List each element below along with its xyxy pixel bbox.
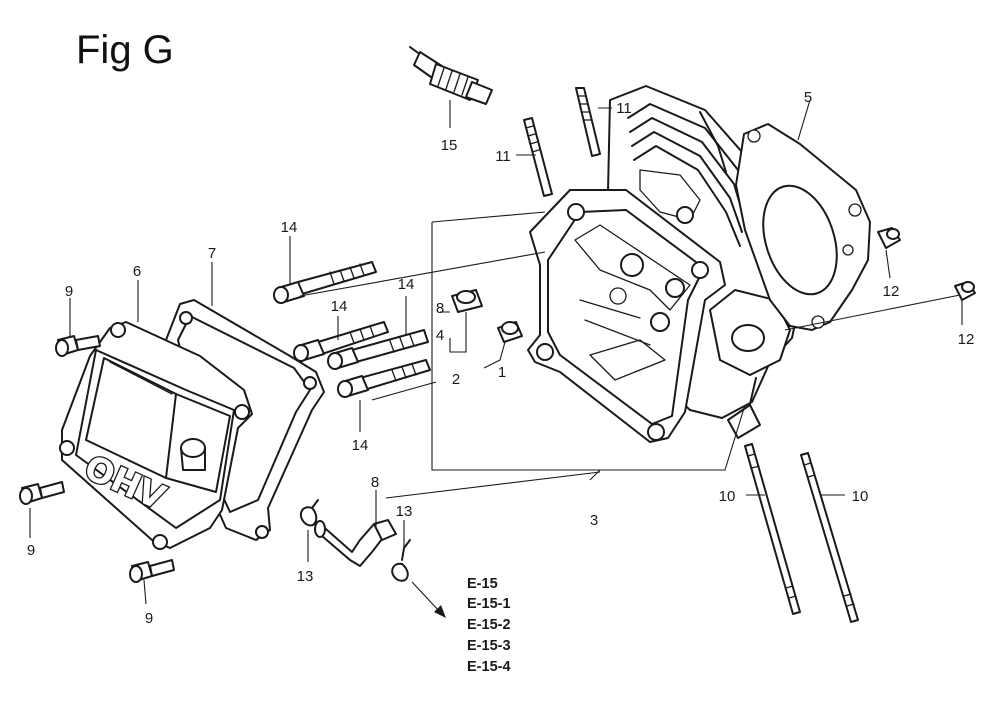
leader-lines (29, 99, 963, 618)
spark-plug (409, 46, 493, 105)
dowel-pin-12b (954, 281, 976, 301)
callout-7: 7 (208, 245, 216, 262)
callout-8: 8 (371, 474, 379, 491)
cylinder-head (527, 85, 801, 443)
callout-6-inner: 8 (436, 300, 444, 317)
head-gasket (735, 123, 871, 331)
stud-10a (744, 443, 801, 615)
callout-14a: 14 (281, 219, 298, 236)
tube-clip-13a (299, 499, 319, 527)
callout-14c: 14 (398, 276, 415, 293)
reference-code: E-15-2 (467, 617, 511, 633)
callout-10b: 10 (852, 488, 869, 505)
callout-labels: 1 2 3 4 5 6 7 8 9 9 9 10 10 11 11 12 12 … (27, 89, 975, 627)
reference-code: E-15-4 (467, 659, 511, 675)
callout-1: 1 (498, 364, 506, 381)
callout-12a: 12 (883, 283, 900, 300)
head-bolt-14b (293, 321, 389, 362)
callout-3: 3 (590, 512, 598, 529)
head-bolt-14d (337, 359, 431, 398)
callout-14d: 14 (352, 437, 369, 454)
callout-11a: 11 (616, 100, 632, 117)
callout-13b: 13 (396, 503, 413, 520)
tube-clip-13b (391, 539, 411, 582)
stud-11a (575, 87, 601, 157)
callout-15: 15 (441, 137, 458, 154)
stud-11b (523, 117, 553, 197)
dowel-pin-12a (877, 227, 901, 249)
callout-14b: 14 (331, 298, 348, 315)
callout-2: 2 (452, 371, 460, 388)
head-bolt-14a (273, 261, 377, 304)
reference-codes: E-15 E-15-1 E-15-2 E-15-3 E-15-4 (467, 576, 511, 675)
dowel-pin-4 (451, 289, 483, 313)
head-cover: OHV (59, 321, 253, 550)
callout-9a: 9 (65, 283, 73, 300)
reference-code: E-15-3 (467, 638, 511, 654)
callout-11b: 11 (495, 148, 511, 165)
flange-bolt-9b (19, 481, 65, 505)
reference-code: E-15-1 (467, 596, 511, 612)
callout-4: 4 (436, 327, 444, 344)
head-bolt-14c (327, 329, 429, 370)
callout-10a: 10 (719, 488, 736, 505)
figure-title: Fig G (76, 28, 174, 72)
callout-12b: 12 (958, 331, 975, 348)
flange-bolt-9c (129, 559, 175, 583)
callout-5: 5 (804, 89, 812, 106)
callout-9c: 9 (145, 610, 153, 627)
callout-13a: 13 (297, 568, 314, 585)
stud-10b (800, 452, 859, 623)
dowel-pin-1 (497, 321, 523, 343)
reference-code: E-15 (467, 576, 498, 592)
callout-9b: 9 (27, 542, 35, 559)
breather-tube (314, 519, 397, 567)
flange-bolt-9a (55, 335, 101, 357)
callout-6: 6 (133, 263, 141, 280)
